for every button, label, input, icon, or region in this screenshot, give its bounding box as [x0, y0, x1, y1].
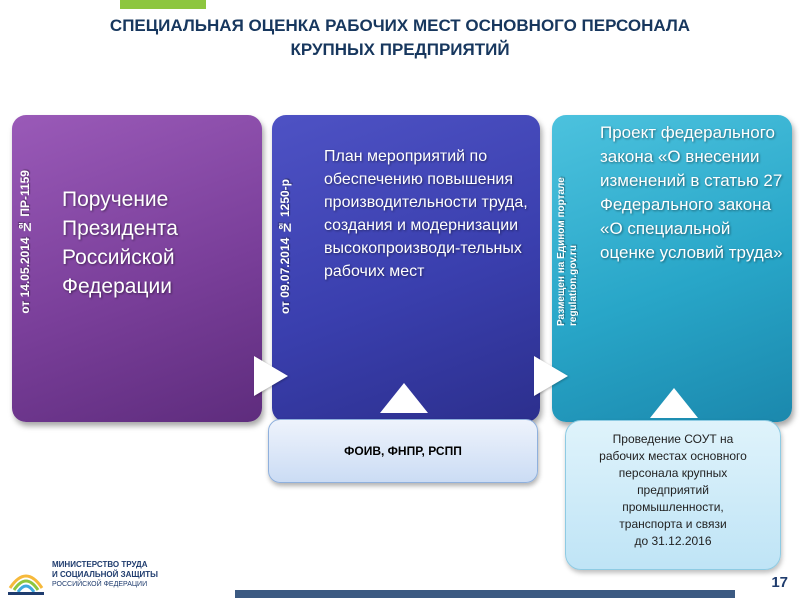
card-side-label: от 14.05.2014 № ПР-1159 — [18, 170, 32, 314]
ministry-logo-icon — [8, 574, 44, 595]
participants-box: ФОИВ, ФНПР, РСПП — [268, 419, 538, 483]
footer-bar — [235, 590, 735, 598]
callout-line: предприятий — [637, 483, 709, 497]
right-arrow-icon — [254, 356, 288, 396]
callout-line: персонала крупных — [618, 466, 728, 480]
ministry-name: МИНИСТЕРСТВО ТРУДА И СОЦИАЛЬНОЙ ЗАЩИТЫ Р… — [52, 560, 252, 590]
callout-line: рабочих местах основного — [599, 449, 747, 463]
callout-deadline: Проведение СОУТ на рабочих местах основн… — [565, 420, 781, 570]
page-title: СПЕЦИАЛЬНАЯ ОЦЕНКА РАБОЧИХ МЕСТ ОСНОВНОГ… — [40, 14, 760, 62]
card-draft-law: Размещен на Едином портале regulation.go… — [552, 115, 792, 422]
callout-line: промышленности, — [622, 500, 724, 514]
card-side-label: от 09.07.2014 № 1250-р — [278, 179, 292, 314]
card-main-text: Проект федерального закона «О внесении и… — [600, 123, 783, 262]
right-arrow-icon — [534, 356, 568, 396]
title-line-2: КРУПНЫХ ПРЕДПРИЯТИЙ — [290, 40, 510, 59]
up-arrow-icon — [650, 388, 698, 418]
callout-line: Проведение СОУТ на — [612, 432, 734, 446]
ministry-line: И СОЦИАЛЬНОЙ ЗАЩИТЫ — [52, 570, 158, 579]
callout-line: транспорта и связи — [619, 517, 727, 531]
card-main-text: Поручение Президента Российской Федераци… — [62, 188, 178, 298]
top-accent-bar — [120, 0, 206, 9]
up-arrow-icon — [380, 383, 428, 413]
card-president-order: от 14.05.2014 № ПР-1159 Поручение Презид… — [12, 115, 262, 422]
ministry-line: РОССИЙСКОЙ ФЕДЕРАЦИИ — [52, 581, 148, 588]
ministry-line: МИНИСТЕРСТВО ТРУДА — [52, 560, 148, 569]
participants-text: ФОИВ, ФНПР, РСПП — [344, 444, 462, 458]
title-line-1: СПЕЦИАЛЬНАЯ ОЦЕНКА РАБОЧИХ МЕСТ ОСНОВНОГ… — [109, 16, 691, 35]
card-action-plan: от 09.07.2014 № 1250-р План мероприятий … — [272, 115, 540, 422]
card-main-text: План мероприятий по обеспечению повышени… — [324, 148, 528, 280]
card-side-label: Размещен на Едином портале regulation.go… — [556, 177, 579, 326]
callout-line: до 31.12.2016 — [634, 534, 712, 548]
page-number: 17 — [771, 574, 788, 591]
